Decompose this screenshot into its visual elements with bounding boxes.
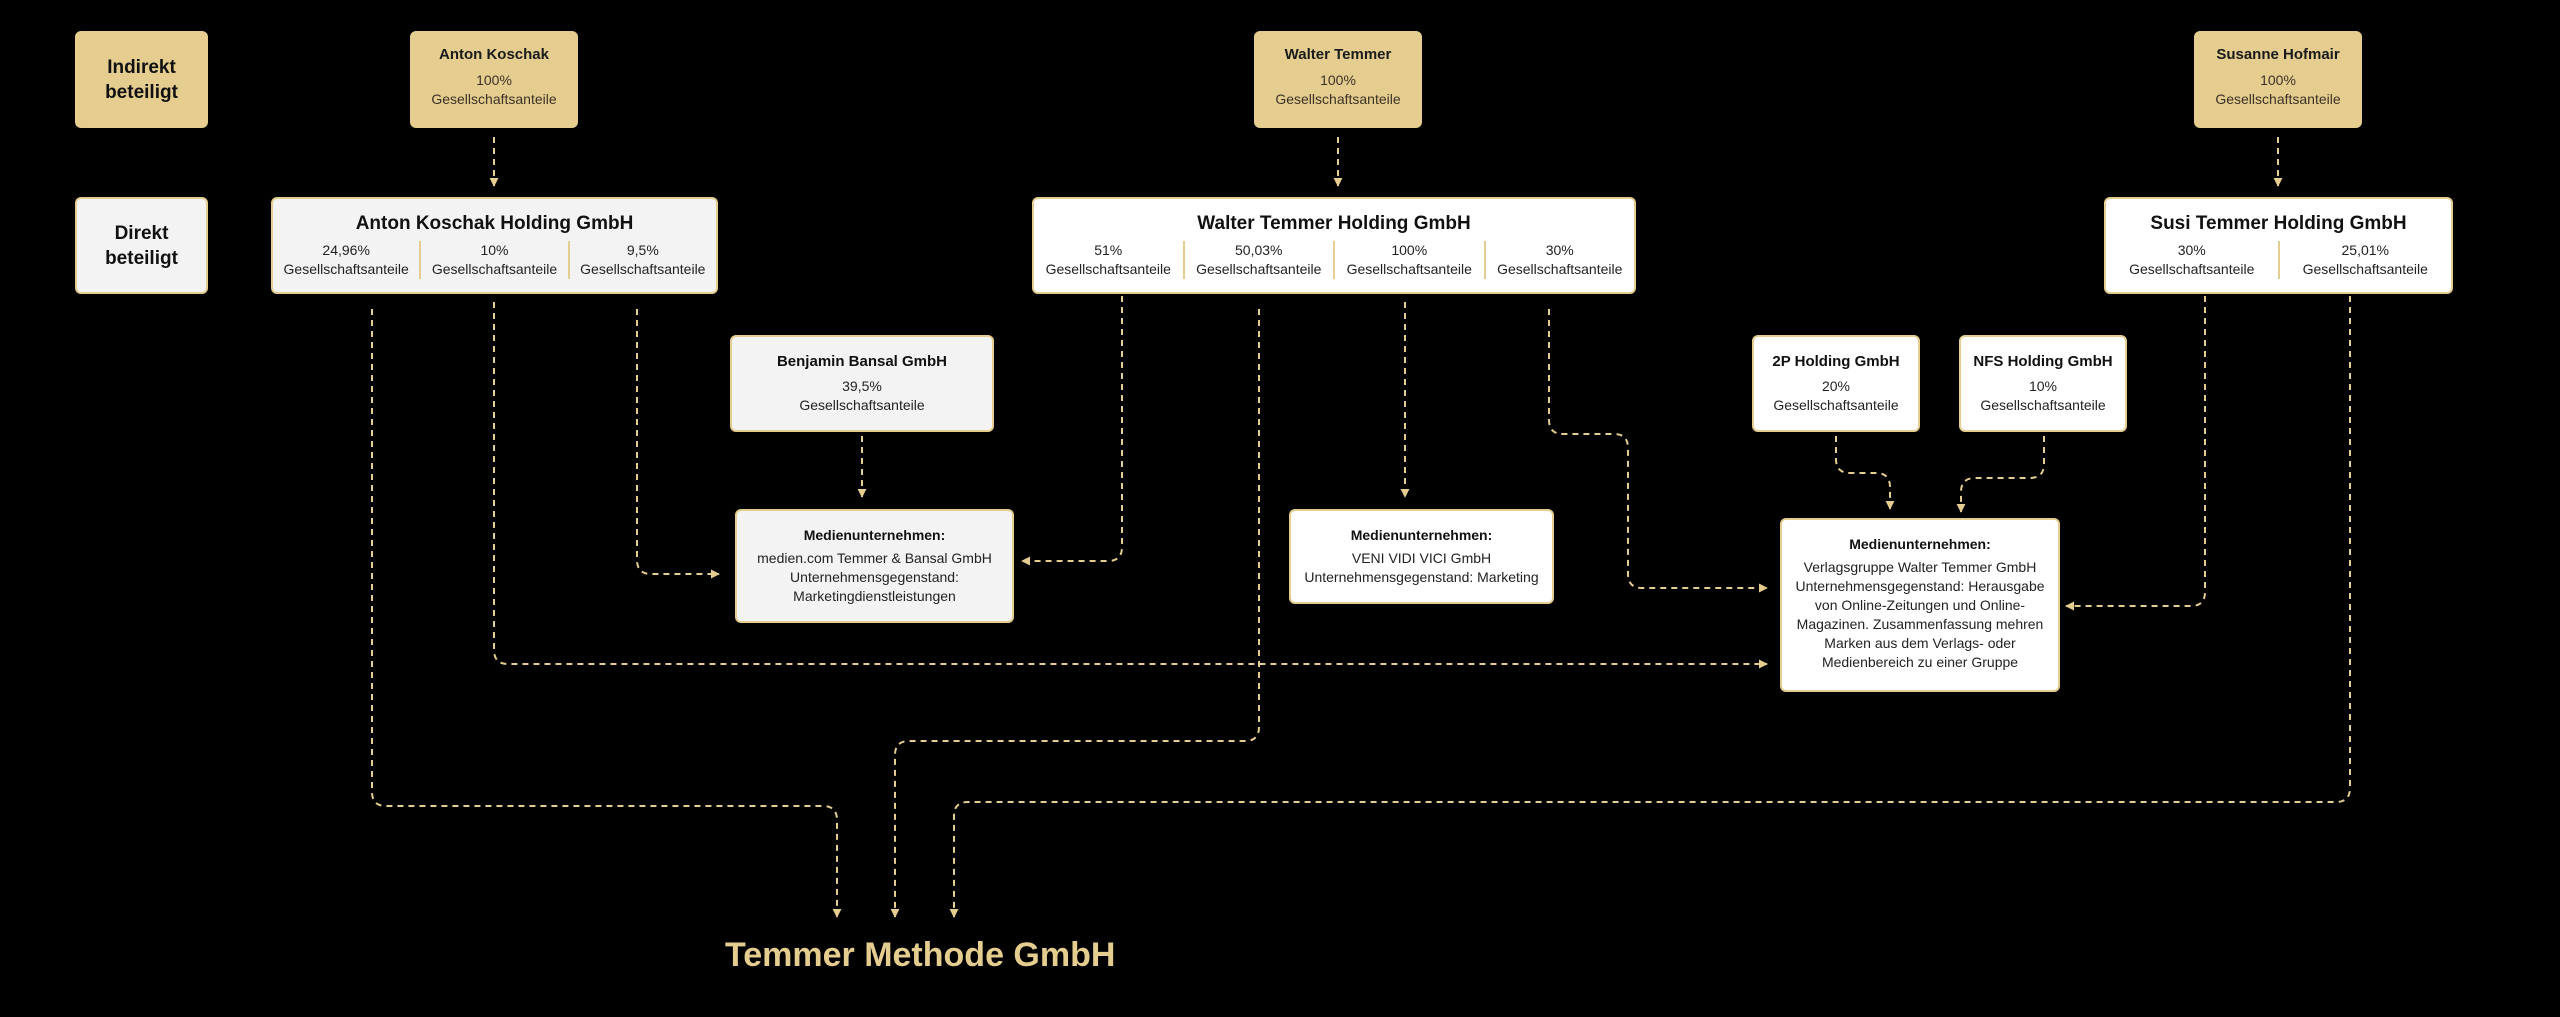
- share-column: 9,5% Gesellschaftsanteile: [570, 241, 716, 279]
- holding-title: Walter Temmer Holding GmbH: [1197, 213, 1471, 234]
- holding-anton-koschak: Anton Koschak Holding GmbH 24,96% Gesells…: [271, 197, 718, 294]
- person-percent: 100%: [476, 72, 512, 88]
- share-column: 30% Gesellschaftsanteile: [1486, 241, 1635, 279]
- media-description: medien.com Temmer & Bansal GmbH Unterneh…: [757, 550, 992, 604]
- media-heading: Medienunternehmen:: [1350, 527, 1493, 543]
- person-name: Walter Temmer: [1284, 46, 1392, 63]
- shareholder-2p-holding: 2P Holding GmbH 20% Gesellschaftsanteile: [1752, 335, 1920, 432]
- holding-title: Susi Temmer Holding GmbH: [2150, 213, 2407, 234]
- media-description: Verlagsgruppe Walter Temmer GmbH Unterne…: [1795, 559, 2045, 670]
- share-percent: 30%: [1545, 242, 1574, 258]
- line-susi-to-temmer-methode: [949, 296, 2351, 918]
- line-anton-to-temmer-methode: [371, 309, 842, 918]
- media-company-verlagsgruppe: Medienunternehmen: Verlagsgruppe Walter …: [1780, 518, 2060, 692]
- share-unit: Gesellschaftsanteile: [431, 261, 558, 277]
- share-unit: Gesellschaftsanteile: [1196, 261, 1322, 277]
- person-unit: Gesellschaftsanteile: [431, 91, 557, 107]
- person-name: Susanne Hofmair: [2216, 46, 2340, 63]
- person-anton-koschak: Anton Koschak 100% Gesellschaftsanteile: [410, 31, 578, 128]
- shareholder-unit: Gesellschaftsanteile: [799, 397, 925, 413]
- label-indirect: Indirekt beteiligt: [75, 31, 208, 128]
- shareholder-nfs-holding: NFS Holding GmbH 10% Gesellschaftsanteil…: [1959, 335, 2127, 432]
- line-2p-to-verlagsgruppe: [1835, 436, 1895, 510]
- share-percent: 25,01%: [2341, 242, 2389, 258]
- line-anton-10-to-verlagsgruppe: [493, 302, 1768, 669]
- share-column: 30% Gesellschaftsanteile: [2106, 241, 2280, 279]
- shareholder-unit: Gesellschaftsanteile: [1980, 397, 2106, 413]
- person-susanne-hofmair: Susanne Hofmair 100% Gesellschaftsanteil…: [2194, 31, 2362, 128]
- share-percent: 50,03%: [1235, 242, 1283, 258]
- share-columns: 30% Gesellschaftsanteile 25,01% Gesellscha…: [2106, 241, 2451, 279]
- share-column: 24,96% Gesellschaftsanteile: [273, 241, 422, 279]
- share-unit: Gesellschaftsanteile: [1045, 261, 1171, 277]
- share-percent: 24,96%: [322, 242, 370, 258]
- share-percent: 9,5%: [626, 242, 659, 258]
- share-percent: 30%: [2177, 242, 2206, 258]
- shareholder-percent: 39,5%: [842, 378, 882, 394]
- share-unit: Gesellschaftsanteile: [580, 261, 706, 277]
- media-heading: Medienunternehmen:: [1849, 536, 1991, 552]
- share-unit: Gesellschaftsanteile: [1497, 261, 1623, 277]
- share-columns: 24,96% Gesellschaftsanteile 10% Gesellscha…: [273, 241, 716, 279]
- share-unit: Gesellschaftsanteile: [2302, 261, 2428, 277]
- holding-susi-temmer: Susi Temmer Holding GmbH 30% Gesellschaft…: [2104, 197, 2453, 294]
- line-walter-30-to-verlagsgruppe: [1548, 309, 1768, 593]
- share-column: 50,03% Gesellschaftsanteile: [1185, 241, 1335, 279]
- shareholder-percent: 10%: [2028, 378, 2058, 394]
- share-column: 51% Gesellschaftsanteile: [1034, 241, 1185, 279]
- shareholder-benjamin-bansal: Benjamin Bansal GmbH 39,5% Gesellschafts…: [730, 335, 994, 432]
- shareholder-name: 2P Holding GmbH: [1772, 353, 1900, 370]
- person-walter-temmer: Walter Temmer 100% Gesellschaftsanteile: [1254, 31, 1422, 128]
- person-unit: Gesellschaftsanteile: [2215, 91, 2341, 107]
- shareholder-name: NFS Holding GmbH: [1973, 353, 2113, 370]
- person-name: Anton Koschak: [438, 46, 549, 63]
- share-percent: 51%: [1094, 242, 1123, 258]
- media-company-medien-com: Medienunternehmen: medien.com Temmer & B…: [735, 509, 1014, 623]
- label-indirect-text: Indirekt beteiligt: [105, 56, 178, 103]
- share-column: 10% Gesellschaftsanteile: [421, 241, 570, 279]
- share-column: 25,01% Gesellschaftsanteile: [2280, 241, 2452, 279]
- media-heading: Medienunternehmen:: [803, 527, 946, 543]
- share-unit: Gesellschaftsanteile: [283, 261, 409, 277]
- person-percent: 100%: [2260, 72, 2296, 88]
- line-nfs-to-verlagsgruppe: [1956, 436, 2045, 513]
- label-direct-text: Direkt beteiligt: [105, 222, 178, 269]
- share-unit: Gesellschaftsanteile: [1346, 261, 1472, 277]
- line-walter-to-temmer-methode: [890, 309, 1260, 918]
- media-description: VENI VIDI VICI GmbH Unternehmensgegensta…: [1304, 550, 1539, 585]
- media-company-veni-vidi-vici: Medienunternehmen: VENI VIDI VICI GmbH U…: [1289, 509, 1554, 604]
- person-percent: 100%: [1320, 72, 1356, 88]
- target-company-title: Temmer Methode GmbH: [725, 936, 1116, 974]
- share-column: 100% Gesellschaftsanteile: [1335, 241, 1486, 279]
- holding-walter-temmer: Walter Temmer Holding GmbH 51% Gesellscha…: [1032, 197, 1636, 294]
- share-percent: 10%: [480, 242, 509, 258]
- share-columns: 51% Gesellschaftsanteile 50,03% Gesellscha…: [1034, 241, 1634, 279]
- holding-title: Anton Koschak Holding GmbH: [355, 213, 634, 234]
- line-walter-51-to-medien-com: [1021, 296, 1123, 566]
- shareholder-unit: Gesellschaftsanteile: [1773, 397, 1899, 413]
- line-anton-to-medien-com: [636, 309, 720, 579]
- shareholder-percent: 20%: [1821, 378, 1851, 394]
- label-direct: Direkt beteiligt: [75, 197, 208, 294]
- share-percent: 100%: [1391, 242, 1428, 258]
- shareholder-name: Benjamin Bansal GmbH: [776, 353, 948, 370]
- person-unit: Gesellschaftsanteile: [1275, 91, 1401, 107]
- share-unit: Gesellschaftsanteile: [2129, 261, 2255, 277]
